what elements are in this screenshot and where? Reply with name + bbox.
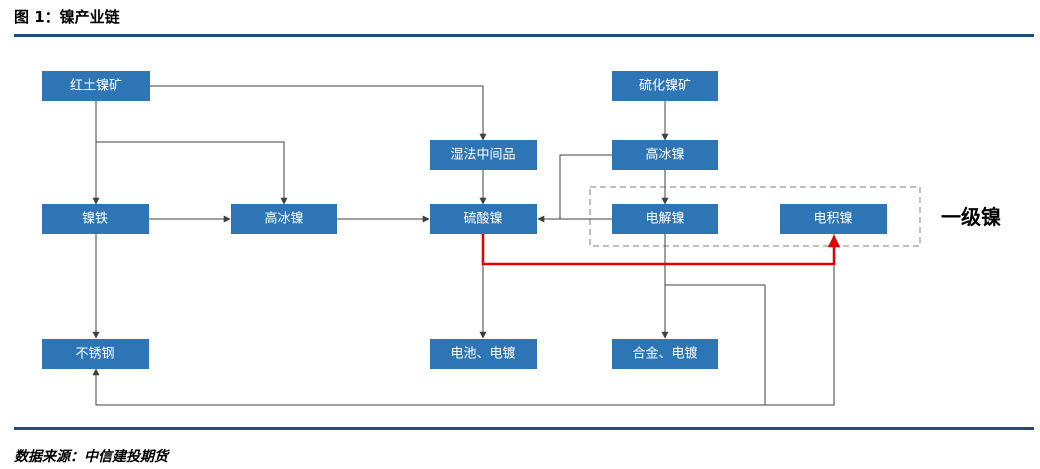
svg-text:合金、电镀: 合金、电镀 — [632, 346, 697, 362]
node-high-matte-left: 高冰镍 — [231, 204, 337, 234]
node-ferronickel: 镍铁 — [42, 204, 149, 234]
edge-laterite-to-matte — [96, 141, 288, 205]
node-high-matte-right: 高冰镍 — [612, 140, 718, 170]
node-electrowon-nickel: 电积镍 — [780, 204, 887, 234]
primary-nickel-label: 一级镍 — [941, 205, 1001, 229]
primary-nickel-group — [589, 186, 921, 247]
svg-text:不锈钢: 不锈钢 — [75, 347, 114, 362]
node-stainless-steel: 不锈钢 — [42, 339, 149, 369]
svg-text:镍铁: 镍铁 — [82, 212, 108, 227]
svg-text:电池、电镀: 电池、电镀 — [450, 346, 515, 362]
svg-text:电积镍: 电积镍 — [813, 212, 852, 227]
node-alloy-plating: 合金、电镀 — [612, 339, 718, 369]
svg-text:高冰镍: 高冰镍 — [645, 147, 684, 163]
node-laterite-ore: 红土镍矿 — [42, 71, 150, 101]
node-sulfide-ore: 硫化镍矿 — [612, 71, 718, 101]
source-note: 数据来源：中信建投期货 — [14, 449, 168, 465]
bottom-rule — [14, 427, 1034, 430]
node-nickel-sulfate: 硫酸镍 — [430, 204, 537, 234]
node-electrolytic-nickel: 电解镍 — [612, 204, 718, 234]
edge-laterite-to-wet — [150, 85, 487, 141]
edges — [92, 85, 835, 406]
svg-text:红土镍矿: 红土镍矿 — [70, 78, 122, 94]
svg-text:电解镍: 电解镍 — [645, 212, 684, 227]
edge-electrowon-to-stainless — [765, 234, 835, 406]
svg-text:硫酸镍: 硫酸镍 — [463, 212, 502, 227]
node-wet-intermediate: 湿法中间品 — [430, 140, 537, 170]
node-battery-plating: 电池、电镀 — [430, 339, 537, 369]
figure-title: 图 1：镍产业链 — [14, 8, 120, 26]
svg-text:硫化镍矿: 硫化镍矿 — [639, 79, 691, 94]
svg-text:湿法中间品: 湿法中间品 — [450, 148, 515, 163]
edge-matte-right-to-sulfate — [559, 154, 612, 219]
edge-sulfate-to-electrowon — [481, 234, 841, 266]
svg-text:高冰镍: 高冰镍 — [264, 211, 303, 227]
top-rule — [14, 34, 1034, 37]
